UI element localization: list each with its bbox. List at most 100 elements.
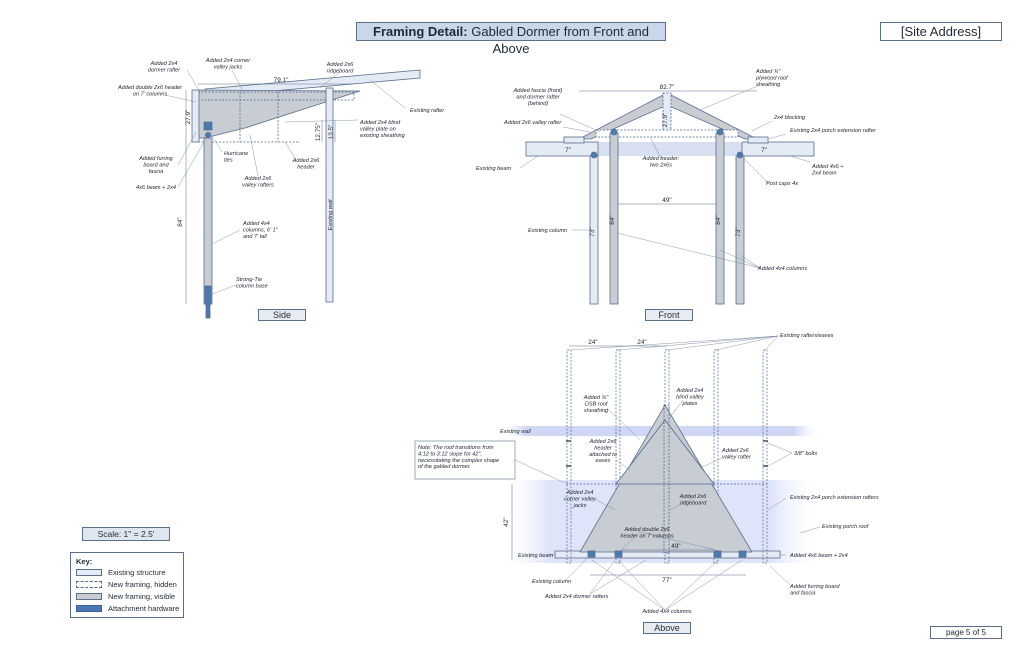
front-view-labels-existing-beam: Existing beam [476,166,511,172]
side-view-dims-d1: 12.75" [315,123,322,141]
front-view-labels-blocking: 2x4 blocking [773,115,806,121]
above-view-labels-bolts: 3/8" bolts [794,451,817,457]
above-hw-4 [738,550,747,558]
front-view-labels-fascia: Added fascia (front)and dormer rafter(be… [513,88,563,107]
front-view-dims-right-offset: 7" [761,147,767,154]
above-view-dims-span: 49" [671,543,680,550]
scale-label: Scale: 1" = 2.5' [82,527,170,541]
front-post-cap-2 [610,128,618,136]
above-view-labels-columns: Added 4x4 columns [641,609,691,615]
front-view-dims-col-b: 73" [589,227,596,236]
front-existing-beam-left [525,141,599,157]
front-view-labels-existing-column: Existing column [528,228,567,234]
key-swatch-hardware [76,605,102,612]
front-view-dims-width: 82.7" [660,84,675,91]
key-swatch-hidden [76,581,102,588]
view-label-above: Above [643,622,691,634]
front-post-cap-4 [736,151,744,159]
front-view-dims-col-c: 84" [715,215,722,224]
front-view-dims-span: 49" [662,197,671,204]
key-swatch-existing [76,569,102,576]
title-rest: Gabled Dormer from Front and Above [471,24,649,56]
side-view-dims-height: 84" [177,217,184,226]
view-label-side: Side [258,309,306,321]
above-view-labels-beam: Added 4x6 beam + 2x4 [789,553,848,559]
page-number: page 5 of 5 [930,626,1002,639]
front-view-labels-valley-rafter: Added 2x6 valley rafter [503,120,562,126]
page-title: Framing Detail: Gabled Dormer from Front… [356,22,666,56]
front-post-cap-1 [590,151,598,159]
front-post-cap-3 [716,128,724,136]
above-view-dims-depth: 42" [503,517,510,526]
front-blocking-left [563,136,585,144]
front-view-dims-rise: 27.9" [662,113,669,128]
above-view-dims-width: 77" [662,577,671,584]
above-hw-1 [587,550,596,558]
above-view-labels-dormer-rafters: Added 2x4 dormer rafters [544,594,609,600]
above-view-labels-ext-rafters: Existing 2x4 porch extension rafters [790,495,879,501]
key-title: Key: [76,557,93,566]
side-furring [191,89,200,143]
side-existing-wall [325,87,334,303]
above-hw-3 [713,550,722,558]
side-strongtie [204,285,212,305]
front-header [595,129,739,138]
above-view-labels-existing-wall: Existing wall [500,429,532,435]
above-view-dims-s2: 24" [637,339,646,346]
side-view-dims-d2: 13.5" [328,125,335,140]
front-view-dims-left-offset: 7" [565,147,571,154]
front-view-labels-header: Added header:two 2x6s [642,156,680,168]
front-view-labels-post-caps: Post caps 4x [766,181,798,187]
front-view-labels-beam: Added 4x6 +2x4 beam [811,164,844,176]
side-bolt [204,131,211,138]
side-hurricane-tie [203,121,213,131]
side-column-base [205,303,211,319]
view-label-front: Front [645,309,693,321]
above-view-dims-s1: 24" [588,339,597,346]
side-view-labels-beam: 4x6 beam + 2x4 [136,185,176,191]
side-column [203,137,213,305]
above-rafter-1 [566,349,572,564]
front-view-dims-col-a: 84" [609,215,616,224]
above-view [414,335,821,611]
front-view-labels-ext-rafter: Existing 2x4 porch extension rafter [790,128,877,134]
above-ridgeboard [663,404,670,554]
side-view-labels-existing-rafter: Existing rafter [410,108,445,114]
key-swatch-visible [76,593,102,600]
front-existing-beam-right [741,141,815,157]
above-view-labels-porch-roof: Existing porch roof [822,524,870,530]
above-osb-sheathing [615,419,715,485]
side-view-dims-rise: 27.9" [185,110,192,125]
side-view-dims-width: 79.1" [274,77,289,84]
above-view-labels-existing-column: Existing column [532,579,571,585]
front-blocking-right [747,136,769,144]
side-dormer-roof [197,89,361,139]
side-view [164,69,421,319]
front-ridge [662,92,672,134]
front-view-labels-columns: Added 4x4 columns [757,266,807,272]
side-view-labels-existing-wall: Existing wall [328,199,334,231]
title-bold: Framing Detail: [373,24,468,39]
front-view [519,84,820,305]
